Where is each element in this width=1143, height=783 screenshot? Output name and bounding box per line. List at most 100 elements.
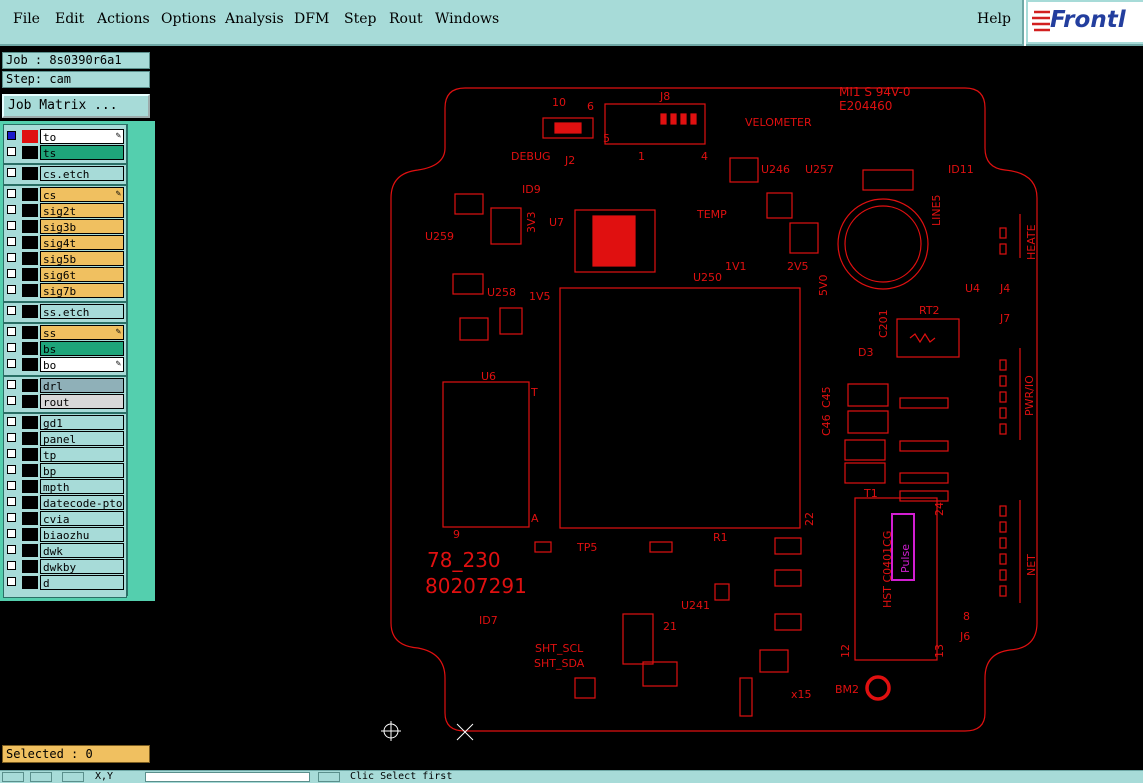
layer-name[interactable]: mpth <box>40 479 124 494</box>
menu-analysis[interactable]: Analysis <box>225 11 284 27</box>
graphics-canvas[interactable]: J8 DEBUG J2 VELOMETER MI1 S 94V-0 E20446… <box>155 48 1143 770</box>
layer-row-d[interactable]: d <box>6 575 124 590</box>
layer-checkbox[interactable] <box>7 433 16 442</box>
layer-checkbox[interactable] <box>7 285 16 294</box>
layer-checkbox[interactable] <box>7 465 16 474</box>
status-button-3[interactable] <box>62 772 84 782</box>
menu-edit[interactable]: Edit <box>55 11 85 27</box>
layer-name[interactable]: bp <box>40 463 124 478</box>
layer-checkbox[interactable] <box>7 327 16 336</box>
menu-options[interactable]: Options <box>161 11 217 27</box>
layer-checkbox[interactable] <box>7 396 16 405</box>
layer-name[interactable]: ss.etch <box>40 304 124 319</box>
layer-name[interactable]: cs <box>40 187 124 202</box>
layer-row-biaozhu[interactable]: biaozhu <box>6 527 124 542</box>
menu-actions[interactable]: Actions <box>97 11 150 27</box>
layer-color-swatch[interactable] <box>22 379 38 392</box>
layer-row-tp[interactable]: tp <box>6 447 124 462</box>
layer-checkbox[interactable] <box>7 497 16 506</box>
job-matrix-button[interactable]: Job Matrix ... <box>2 94 150 118</box>
layer-color-swatch[interactable] <box>22 167 38 180</box>
layer-color-swatch[interactable] <box>22 326 38 339</box>
layer-color-swatch[interactable] <box>22 496 38 509</box>
layer-list-scrollbar[interactable] <box>127 124 152 596</box>
layer-checkbox[interactable] <box>7 577 16 586</box>
layer-color-swatch[interactable] <box>22 305 38 318</box>
layer-color-swatch[interactable] <box>22 395 38 408</box>
layer-row-dwk[interactable]: dwk <box>6 543 124 558</box>
layer-name[interactable]: ts <box>40 145 124 160</box>
menu-step[interactable]: Step <box>344 11 377 27</box>
layer-checkbox[interactable] <box>7 449 16 458</box>
layer-checkbox[interactable] <box>7 306 16 315</box>
layer-checkbox[interactable] <box>7 168 16 177</box>
layer-row-mpth[interactable]: mpth <box>6 479 124 494</box>
layer-row-ss[interactable]: ss✎ <box>6 325 124 340</box>
menu-rout[interactable]: Rout <box>389 11 423 27</box>
layer-name[interactable]: gd1 <box>40 415 124 430</box>
layer-name[interactable]: ss <box>40 325 124 340</box>
layer-checkbox[interactable] <box>7 481 16 490</box>
layer-color-swatch[interactable] <box>22 448 38 461</box>
layer-name[interactable]: drl <box>40 378 124 393</box>
layer-color-swatch[interactable] <box>22 576 38 589</box>
status-button-1[interactable] <box>2 772 24 782</box>
layer-color-swatch[interactable] <box>22 464 38 477</box>
layer-checkbox[interactable] <box>7 253 16 262</box>
layer-checkbox[interactable] <box>7 380 16 389</box>
layer-name[interactable]: tp <box>40 447 124 462</box>
layer-row-ts[interactable]: ts <box>6 145 124 160</box>
layer-checkbox[interactable] <box>7 205 16 214</box>
layer-name[interactable]: dwkby <box>40 559 124 574</box>
layer-color-swatch[interactable] <box>22 480 38 493</box>
layer-row-gd1[interactable]: gd1 <box>6 415 124 430</box>
layer-color-swatch[interactable] <box>22 512 38 525</box>
status-button-2[interactable] <box>30 772 52 782</box>
layer-color-swatch[interactable] <box>22 544 38 557</box>
menu-file[interactable]: File <box>13 11 40 27</box>
layer-checkbox[interactable] <box>7 513 16 522</box>
layer-name[interactable]: sig6t <box>40 267 124 282</box>
layer-checkbox[interactable] <box>7 545 16 554</box>
layer-color-swatch[interactable] <box>22 560 38 573</box>
layer-checkbox[interactable] <box>7 417 16 426</box>
layer-name[interactable]: biaozhu <box>40 527 124 542</box>
layer-row-dwkby[interactable]: dwkby <box>6 559 124 574</box>
status-button-4[interactable] <box>318 772 340 782</box>
layer-name[interactable]: rout <box>40 394 124 409</box>
layer-name[interactable]: d <box>40 575 124 590</box>
layer-color-swatch[interactable] <box>22 204 38 217</box>
layer-color-swatch[interactable] <box>22 146 38 159</box>
layer-row-panel[interactable]: panel <box>6 431 124 446</box>
layer-color-swatch[interactable] <box>22 432 38 445</box>
layer-name[interactable]: sig2t <box>40 203 124 218</box>
layer-name[interactable]: panel <box>40 431 124 446</box>
layer-name[interactable]: dwk <box>40 543 124 558</box>
layer-checkbox[interactable] <box>7 359 16 368</box>
layer-name[interactable]: sig5b <box>40 251 124 266</box>
layer-checkbox[interactable] <box>7 221 16 230</box>
layer-color-swatch[interactable] <box>22 236 38 249</box>
layer-color-swatch[interactable] <box>22 416 38 429</box>
layer-color-swatch[interactable] <box>22 342 38 355</box>
layer-row-cvia[interactable]: cvia <box>6 511 124 526</box>
layer-checkbox[interactable] <box>7 529 16 538</box>
layer-name[interactable]: bo <box>40 357 124 372</box>
layer-row-bp[interactable]: bp <box>6 463 124 478</box>
layer-row-sig7b[interactable]: sig7b <box>6 283 124 298</box>
layer-row-sig3b[interactable]: sig3b <box>6 219 124 234</box>
layer-name[interactable]: datecode-pto <box>40 495 124 510</box>
layer-row-ss-etch[interactable]: ss.etch <box>6 304 124 319</box>
menu-help[interactable]: Help <box>977 11 1011 27</box>
layer-row-bs[interactable]: bs <box>6 341 124 356</box>
layer-name[interactable]: cs.etch <box>40 166 124 181</box>
layer-checkbox[interactable] <box>7 131 16 140</box>
layer-name[interactable]: cvia <box>40 511 124 526</box>
layer-color-swatch[interactable] <box>22 268 38 281</box>
layer-row-sig6t[interactable]: sig6t <box>6 267 124 282</box>
layer-row-sig4t[interactable]: sig4t <box>6 235 124 250</box>
layer-name[interactable]: sig7b <box>40 283 124 298</box>
layer-row-drl[interactable]: drl <box>6 378 124 393</box>
layer-name[interactable]: sig4t <box>40 235 124 250</box>
menu-dfm[interactable]: DFM <box>294 11 330 27</box>
